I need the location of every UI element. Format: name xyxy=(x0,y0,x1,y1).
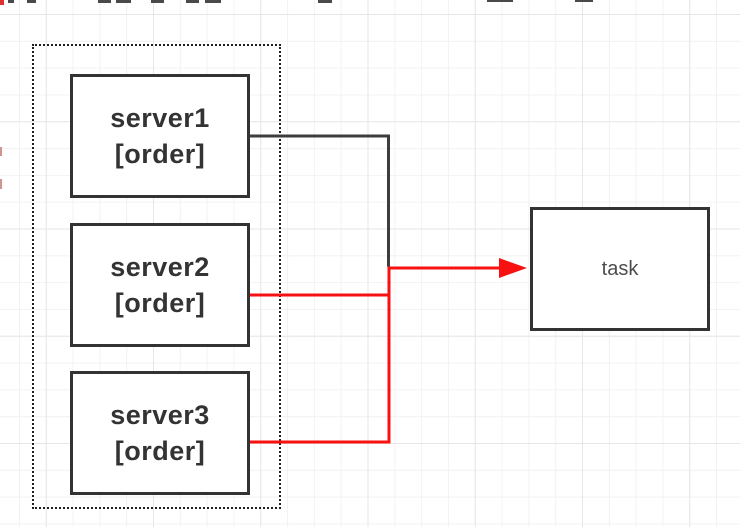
clipped-shape-artifact xyxy=(27,0,36,3)
node-server3[interactable]: server3 [order] xyxy=(70,371,250,495)
clipped-shape-artifact xyxy=(151,0,164,3)
node-task[interactable]: task xyxy=(530,207,710,331)
clipped-shape-artifact xyxy=(116,0,131,3)
node-server2[interactable]: server2 [order] xyxy=(70,223,250,347)
node-server1-label: server1 xyxy=(110,103,210,133)
clipped-shape-artifact xyxy=(575,0,593,2)
clipped-shape-artifact xyxy=(0,0,4,5)
clipped-shape-artifact xyxy=(0,147,2,156)
node-server1-sublabel: [order] xyxy=(114,139,206,169)
clipped-shape-artifact xyxy=(318,0,332,3)
node-server1[interactable]: server1 [order] xyxy=(70,74,250,198)
clipped-shape-artifact xyxy=(186,0,199,3)
node-server3-sublabel: [order] xyxy=(114,436,206,466)
clipped-shape-artifact xyxy=(487,0,513,2)
clipped-shape-artifact xyxy=(0,179,2,189)
node-server3-label: server3 xyxy=(110,400,210,430)
clipped-shape-artifact xyxy=(8,0,14,3)
node-server2-label: server2 xyxy=(110,252,210,282)
node-task-label: task xyxy=(601,257,639,280)
node-server2-sublabel: [order] xyxy=(114,288,206,318)
clipped-shape-artifact xyxy=(205,0,221,3)
clipped-shape-artifact xyxy=(98,0,111,3)
arrowhead-icon xyxy=(499,258,527,278)
